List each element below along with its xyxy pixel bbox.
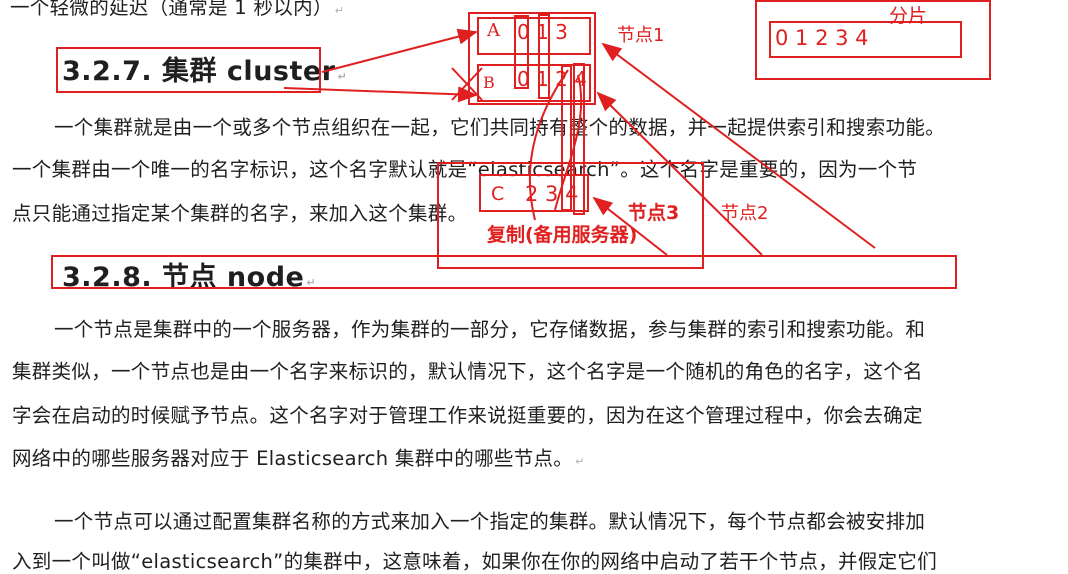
section-328-p1-line-4-text: 网络中的哪些服务器对应于 Elasticsearch 集群中的哪些节点。 xyxy=(12,447,574,470)
paragraph-mark: ↵ xyxy=(306,276,317,289)
section-328-p1-line-4: 网络中的哪些服务器对应于 Elasticsearch 集群中的哪些节点。↵ xyxy=(12,442,585,471)
x-mark xyxy=(451,67,483,101)
paragraph-mark: ↵ xyxy=(337,70,348,83)
paragraph-mark: ↵ xyxy=(334,4,345,17)
node-b-digits: 0 1 2 4 xyxy=(517,67,587,91)
paragraph-mark: ↵ xyxy=(575,455,585,468)
section-328-p1-line-3: 字会在启动的时候赋予节点。这个名字对于管理工作来说挺重要的，因为在这个管理过程中… xyxy=(12,404,923,427)
section-327-heading: 3.2.7. 集群 cluster↵ xyxy=(62,49,347,88)
section-328-p1-line-1: 一个节点是集群中的一个服务器，作为集群的一部分，它存储数据，参与集群的索引和搜索… xyxy=(54,318,926,341)
section-327-line-3: 点只能通过指定某个集群的名字，来加入这个集群。 xyxy=(12,202,468,225)
label-replica: 复制(备用服务器) xyxy=(487,224,638,246)
section-327-heading-text: 3.2.7. 集群 cluster xyxy=(62,56,336,87)
section-328-p1-line-2: 集群类似，一个节点也是由一个名字来标识的，默认情况下，这个名字是一个随机的角色的… xyxy=(12,360,923,383)
top-line: 一个轻微的延迟（通常是 1 秒以内）↵ xyxy=(10,0,344,20)
node-c-digits: 2 3 4 xyxy=(525,182,579,206)
section-327-line-1: 一个集群就是由一个或多个节点组织在一起，它们共同持有整个的数据，并一起提供索引和… xyxy=(54,116,946,139)
arrow-to-node-b xyxy=(283,86,478,103)
node-a-digits: 0 1 3 xyxy=(517,20,568,44)
section-328-heading: 3.2.8. 节点 node↵ xyxy=(62,255,316,294)
node-a-letter: A xyxy=(487,20,500,41)
node-c-letter: C xyxy=(491,183,505,205)
shard-digits: 0 1 2 3 4 xyxy=(775,26,869,50)
label-node2: 节点2 xyxy=(721,203,769,224)
shard-title: 分片 xyxy=(889,5,928,27)
label-node1: 节点1 xyxy=(617,25,665,46)
section-327-line-2: 一个集群由一个唯一的名字标识，这个名字默认就是“elasticsearch”。这… xyxy=(12,158,918,181)
section-328-p2-line-1: 一个节点可以通过配置集群名称的方式来加入一个指定的集群。默认情况下，每个节点都会… xyxy=(54,510,926,533)
label-node3: 节点3 xyxy=(628,202,680,224)
top-line-text: 一个轻微的延迟（通常是 1 秒以内） xyxy=(10,0,333,19)
section-328-heading-text: 3.2.8. 节点 node xyxy=(62,262,305,293)
section-328-p2-line-2: 入到一个叫做“elasticsearch”的集群中，这意味着，如果你在你的网络中… xyxy=(12,550,937,573)
node-b-letter: B xyxy=(483,73,495,92)
